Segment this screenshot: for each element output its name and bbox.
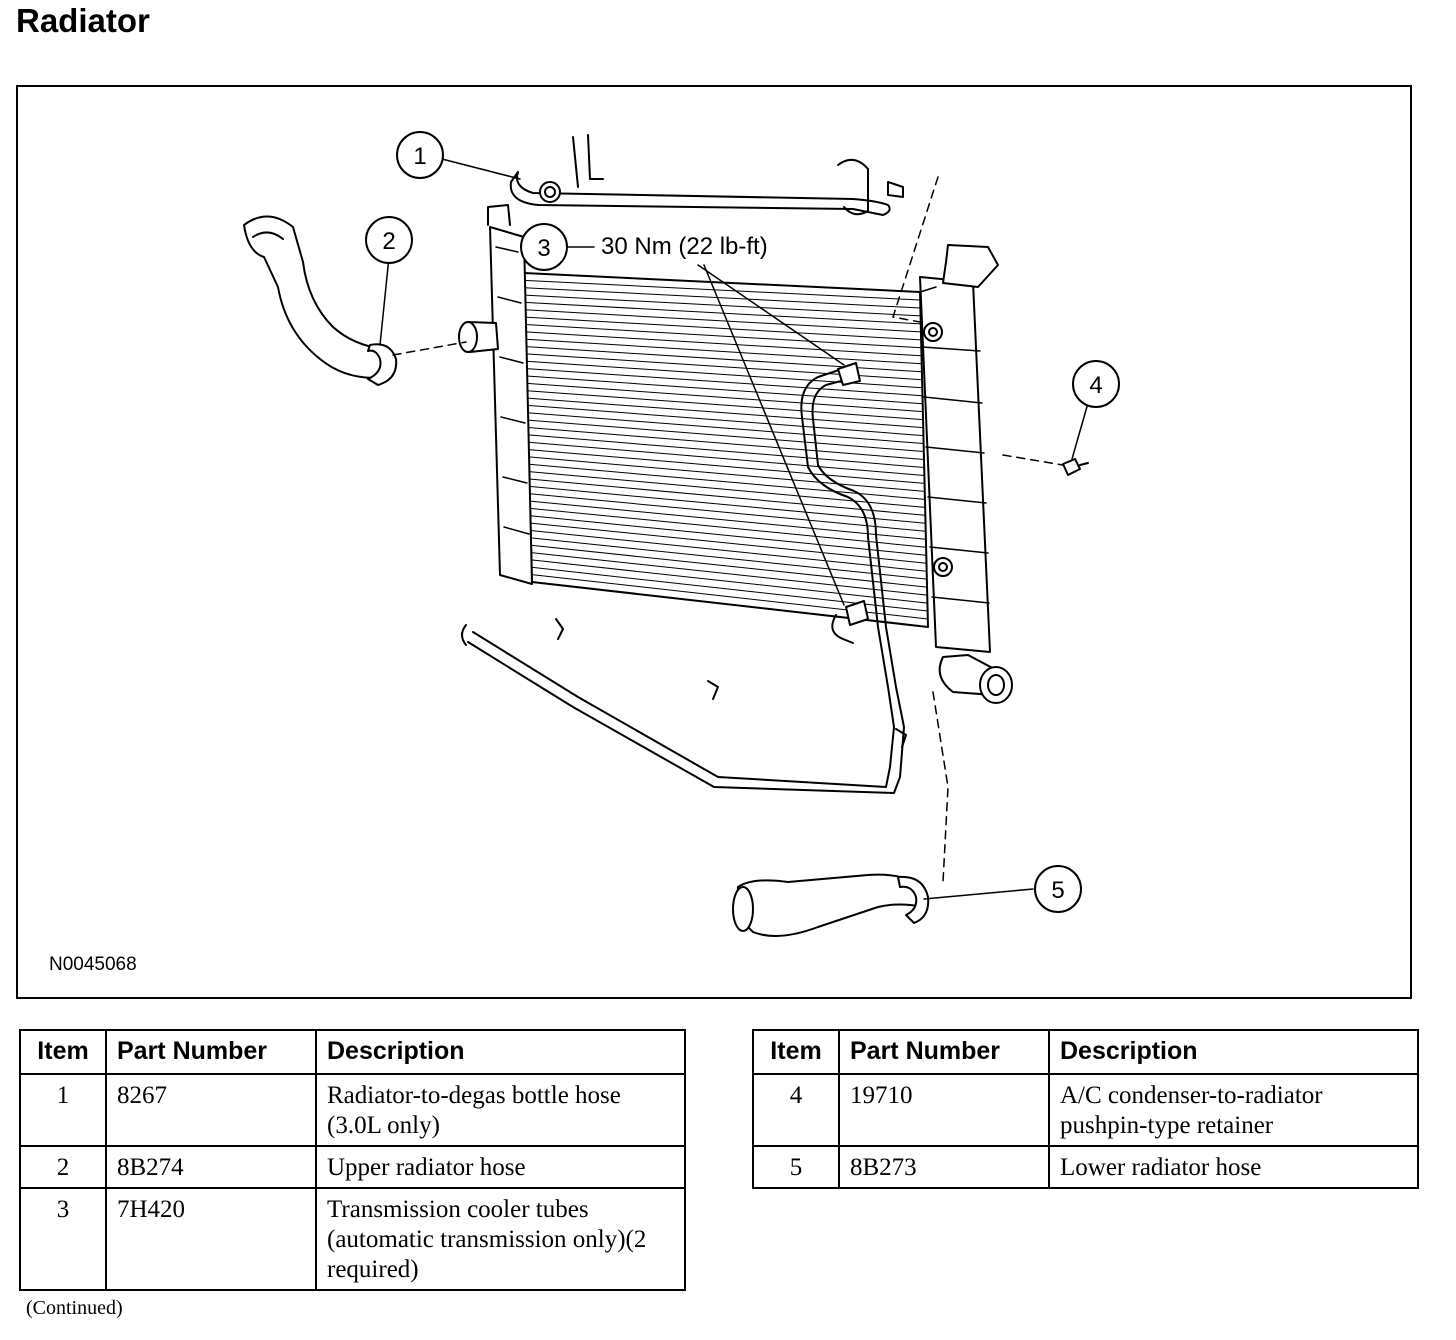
table-row: 5 8B273 Lower radiator hose (752, 1145, 1419, 1189)
header-description: Description (315, 1029, 686, 1075)
figure-id: N0045068 (49, 954, 137, 975)
header-part-number: Part Number (838, 1029, 1050, 1075)
right-tank-cap (942, 244, 999, 288)
radiator-diagram: 1 2 3 4 5 30 Nm (22 lb-ft) N0045068 (16, 85, 1412, 999)
cell-description: Lower radiator hose (1048, 1145, 1419, 1189)
parts-table-right: Item Part Number Description 4 19710 A/C… (752, 1029, 1419, 1189)
callout-3-label: 3 (537, 235, 550, 262)
table-row: 3 7H420 Transmission cooler tubes (autom… (19, 1187, 686, 1291)
leader-1 (441, 158, 521, 180)
cell-item: 1 (19, 1073, 107, 1147)
cell-part-number: 7H420 (105, 1187, 317, 1291)
table-header-row: Item Part Number Description (19, 1029, 686, 1075)
trans-cooler-tube-upper (472, 366, 895, 788)
leader-3-torque-b (703, 264, 845, 606)
cell-description: Radiator-to-degas bottle hose (3.0L only… (315, 1073, 686, 1147)
callout-5-label: 5 (1051, 877, 1064, 904)
cell-description: Transmission cooler tubes (automatic tra… (315, 1187, 686, 1291)
leader-5 (923, 888, 1034, 900)
header-part-number: Part Number (105, 1029, 317, 1075)
leader-2 (379, 256, 390, 346)
radiator-left-tank (489, 226, 533, 585)
degas-bottle-hose (509, 171, 891, 216)
callout-3-circle (520, 223, 568, 271)
table-row: 2 8B274 Upper radiator hose (19, 1145, 686, 1189)
cell-part-number: 8267 (105, 1073, 317, 1147)
cell-item: 5 (752, 1145, 840, 1189)
leader-4 (1071, 402, 1089, 460)
leader-3-torque-a (697, 264, 845, 366)
cell-item: 4 (752, 1073, 840, 1147)
upper-hose-clamp (367, 343, 398, 386)
header-item: Item (19, 1029, 107, 1075)
callout-1-label: 1 (413, 143, 426, 170)
cell-item: 3 (19, 1187, 107, 1291)
header-item: Item (752, 1029, 840, 1075)
callout-1-circle (396, 131, 444, 179)
torque-spec: 30 Nm (22 lb-ft) (601, 233, 768, 260)
page-title: Radiator (16, 2, 150, 39)
radiator-illustration: 1 2 3 4 5 30 Nm (22 lb-ft) N0045068 (49, 131, 1120, 975)
lower-radiator-hose (736, 873, 925, 937)
parts-table-left: Item Part Number Description 1 8267 Radi… (19, 1029, 686, 1291)
table-row: 4 19710 A/C condenser-to-radiator pushpi… (752, 1073, 1419, 1147)
callout-5-circle (1034, 865, 1082, 913)
callout-4-label: 4 (1089, 372, 1102, 399)
cell-description: Upper radiator hose (315, 1145, 686, 1189)
callout-4-circle (1072, 360, 1120, 408)
lower-hose-clamp (897, 875, 930, 924)
cell-item: 2 (19, 1145, 107, 1189)
trans-cooler-tube-lower (467, 376, 905, 794)
table-row: 1 8267 Radiator-to-degas bottle hose (3.… (19, 1073, 686, 1147)
radiator-fins (523, 279, 929, 620)
callout-2-circle (365, 216, 413, 264)
cell-part-number: 8B273 (838, 1145, 1050, 1189)
cell-description: A/C condenser-to-radiator pushpin-type r… (1048, 1073, 1419, 1147)
continued-note: (Continued) (26, 1297, 123, 1319)
header-description: Description (1048, 1029, 1419, 1075)
left-tank-top-fitting (487, 204, 511, 226)
cell-part-number: 19710 (838, 1073, 1050, 1147)
table-header-row: Item Part Number Description (752, 1029, 1419, 1075)
pushpin-retainer (1062, 458, 1081, 476)
callout-2-label: 2 (382, 228, 395, 255)
cell-part-number: 8B274 (105, 1145, 317, 1189)
